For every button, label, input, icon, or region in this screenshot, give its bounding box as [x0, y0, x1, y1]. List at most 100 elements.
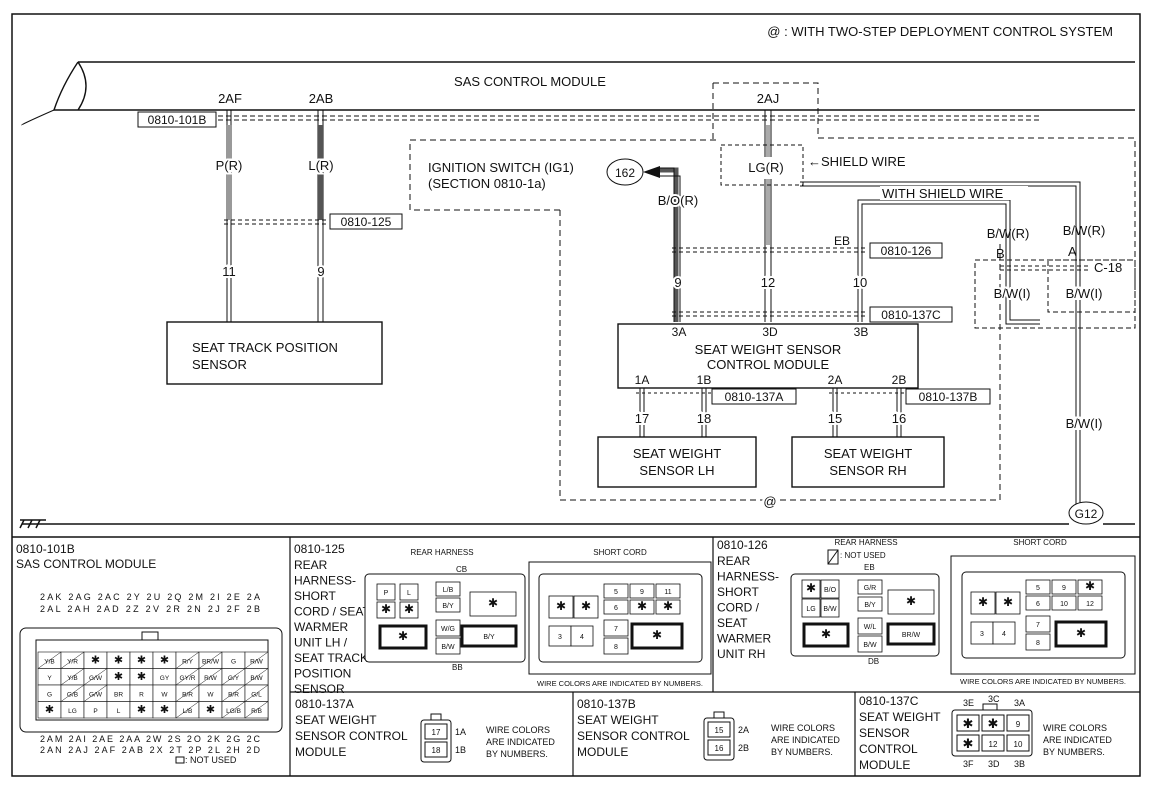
pin-b-label: B	[996, 246, 1005, 261]
panel-126-code: 0810-126	[717, 538, 768, 552]
svg-text:ARE INDICATED: ARE INDICATED	[771, 735, 840, 745]
desc-line: WARMER	[717, 632, 772, 646]
svg-text:3E: 3E	[963, 698, 974, 708]
pin-cell-label: ✱	[137, 704, 146, 716]
terminal-label: LG	[806, 606, 815, 613]
connector-137b-tag: 0810-137B	[919, 390, 978, 404]
terminal-cell	[1025, 615, 1051, 633]
terminal-cell	[570, 625, 594, 647]
terminal-label: ✱	[1003, 595, 1013, 609]
terminal-cell	[1025, 595, 1051, 611]
pin-cell-label: GY	[160, 675, 170, 682]
desc-line: UNIT LH /	[294, 636, 348, 650]
svg-text:WIRE COLORS: WIRE COLORS	[771, 723, 835, 733]
panel-101b-row4: 2AN 2AJ 2AF 2AB 2X 2T 2P 2L 2H 2D	[40, 745, 261, 755]
pin-cell-label: ✱	[137, 671, 146, 683]
terminal-label: B/W	[863, 642, 877, 649]
pin-2a: 2A	[828, 373, 843, 387]
terminal-label: 4	[580, 634, 584, 641]
terminal-cell	[630, 622, 684, 650]
pin-cell-label: Y/B	[67, 675, 77, 682]
wire-pr: P(R)	[216, 158, 243, 173]
panel-125-bb: BB	[452, 663, 463, 672]
terminal-cell	[435, 581, 461, 597]
terminal-label: 7	[1036, 622, 1040, 629]
pin-a-label: A	[1068, 244, 1077, 259]
panel-101b-row1: 2AK 2AG 2AC 2Y 2U 2Q 2M 2I 2E 2A	[40, 592, 260, 602]
panel-125-note: WIRE COLORS ARE INDICATED BY NUMBERS.	[537, 679, 703, 688]
terminal-cell	[1054, 620, 1108, 648]
panel-101b-not-used: : NOT USED	[185, 755, 237, 765]
pin-cell-label: ✱	[114, 671, 123, 683]
panel-101b-code: 0810-101B	[16, 542, 75, 556]
terminal-label: B/Y	[864, 602, 876, 609]
panel-137a: 0810-137A SEAT WEIGHT SENSOR CONTROL MOD…	[295, 697, 555, 763]
svg-text:SENSOR CONTROL: SENSOR CONTROL	[295, 729, 408, 743]
pin-1a: 1A	[635, 373, 650, 387]
pin-cell-label: R	[139, 691, 144, 698]
pin-cell-label: ✱	[114, 654, 123, 666]
svg-text:SEAT WEIGHT: SEAT WEIGHT	[577, 713, 659, 727]
terminal-label: ✱	[821, 627, 831, 641]
pin-cell-label: Y	[47, 675, 52, 682]
terminal-label: 5	[1036, 585, 1040, 592]
svg-text:BY NUMBERS.: BY NUMBERS.	[486, 749, 548, 759]
svg-text:9: 9	[1016, 720, 1021, 729]
seat-track-label-1: SEAT TRACK POSITION	[192, 340, 338, 355]
terminal-cell	[887, 589, 935, 615]
with-shield-wire-label: WITH SHIELD WIRE	[882, 186, 1004, 201]
two-step-region	[409, 139, 1001, 501]
pin-cell-label: G/B	[67, 691, 78, 698]
desc-line: SENSOR	[294, 682, 345, 696]
svg-text:SENSOR CONTROL: SENSOR CONTROL	[577, 729, 690, 743]
panel-125-code: 0810-125	[294, 542, 345, 556]
terminal-label: ✱	[637, 599, 647, 613]
seat-track-sensor-box	[166, 321, 383, 385]
terminal-label: B/Y	[442, 603, 454, 610]
svg-text:WIRE COLORS: WIRE COLORS	[1043, 723, 1107, 733]
terminal-label: ✱	[978, 595, 988, 609]
pin-cell-label: R/Y	[182, 658, 194, 665]
panel-137b: 0810-137B SEAT WEIGHT SENSOR CONTROL MOD…	[577, 697, 840, 761]
terminal-label: 10	[1060, 601, 1068, 608]
wire-number-17: 17	[635, 411, 649, 426]
ignition-label-2: (SECTION 0810-1a)	[428, 176, 546, 191]
terminal-cell	[399, 583, 419, 601]
ignition-label-1: IGNITION SWITCH (IG1)	[428, 160, 574, 175]
wire-lr: L(R)	[308, 158, 333, 173]
terminal-cell	[970, 591, 996, 615]
panel-137a-code: 0810-137A	[295, 697, 354, 711]
sensor-rh-label-1: SEAT WEIGHT	[824, 446, 912, 461]
terminal-cell	[460, 624, 518, 648]
svg-text:18: 18	[432, 746, 441, 755]
terminal-cell	[1077, 579, 1103, 595]
pin-cell-label: B/R	[182, 691, 193, 698]
terminal-cell	[629, 583, 655, 599]
header-note: @ : WITH TWO-STEP DEPLOYMENT CONTROL SYS…	[767, 24, 1113, 39]
desc-line: WARMER	[294, 620, 349, 634]
svg-text:✱: ✱	[963, 716, 974, 731]
svg-text:3D: 3D	[988, 759, 1000, 769]
panel-101b-row3: 2AM 2AI 2AE 2AA 2W 2S 2O 2K 2G 2C	[40, 734, 261, 744]
pin-cell-label: BR/W	[202, 658, 220, 665]
terminal-label: 6	[1036, 601, 1040, 608]
shield-wire-label: ←SHIELD WIRE	[808, 154, 906, 169]
desc-line: HARNESS-	[717, 570, 779, 584]
desc-line: CORD / SEAT	[294, 605, 370, 619]
wire-bwi-2: B/W(I)	[1066, 286, 1103, 301]
panel-126-rear: REAR HARNESS	[834, 538, 897, 547]
wire-bwr-2: B/W(R)	[1063, 223, 1106, 238]
terminal-cell	[992, 621, 1016, 645]
svg-text:CONTROL: CONTROL	[859, 742, 918, 756]
terminal-cell	[573, 595, 599, 619]
svg-text:2B: 2B	[738, 743, 749, 753]
wire-number-18: 18	[697, 411, 711, 426]
panel-126-short: SHORT CORD	[1013, 538, 1067, 547]
sws-module-label-1: SEAT WEIGHT SENSOR	[695, 342, 842, 357]
pin-2af: 2AF	[218, 91, 242, 106]
desc-line: SEAT	[717, 616, 748, 630]
connector-c18-tag: C-18	[1094, 260, 1122, 275]
desc-line: SHORT	[717, 585, 759, 599]
pin-cell-label: ✱	[160, 704, 169, 716]
